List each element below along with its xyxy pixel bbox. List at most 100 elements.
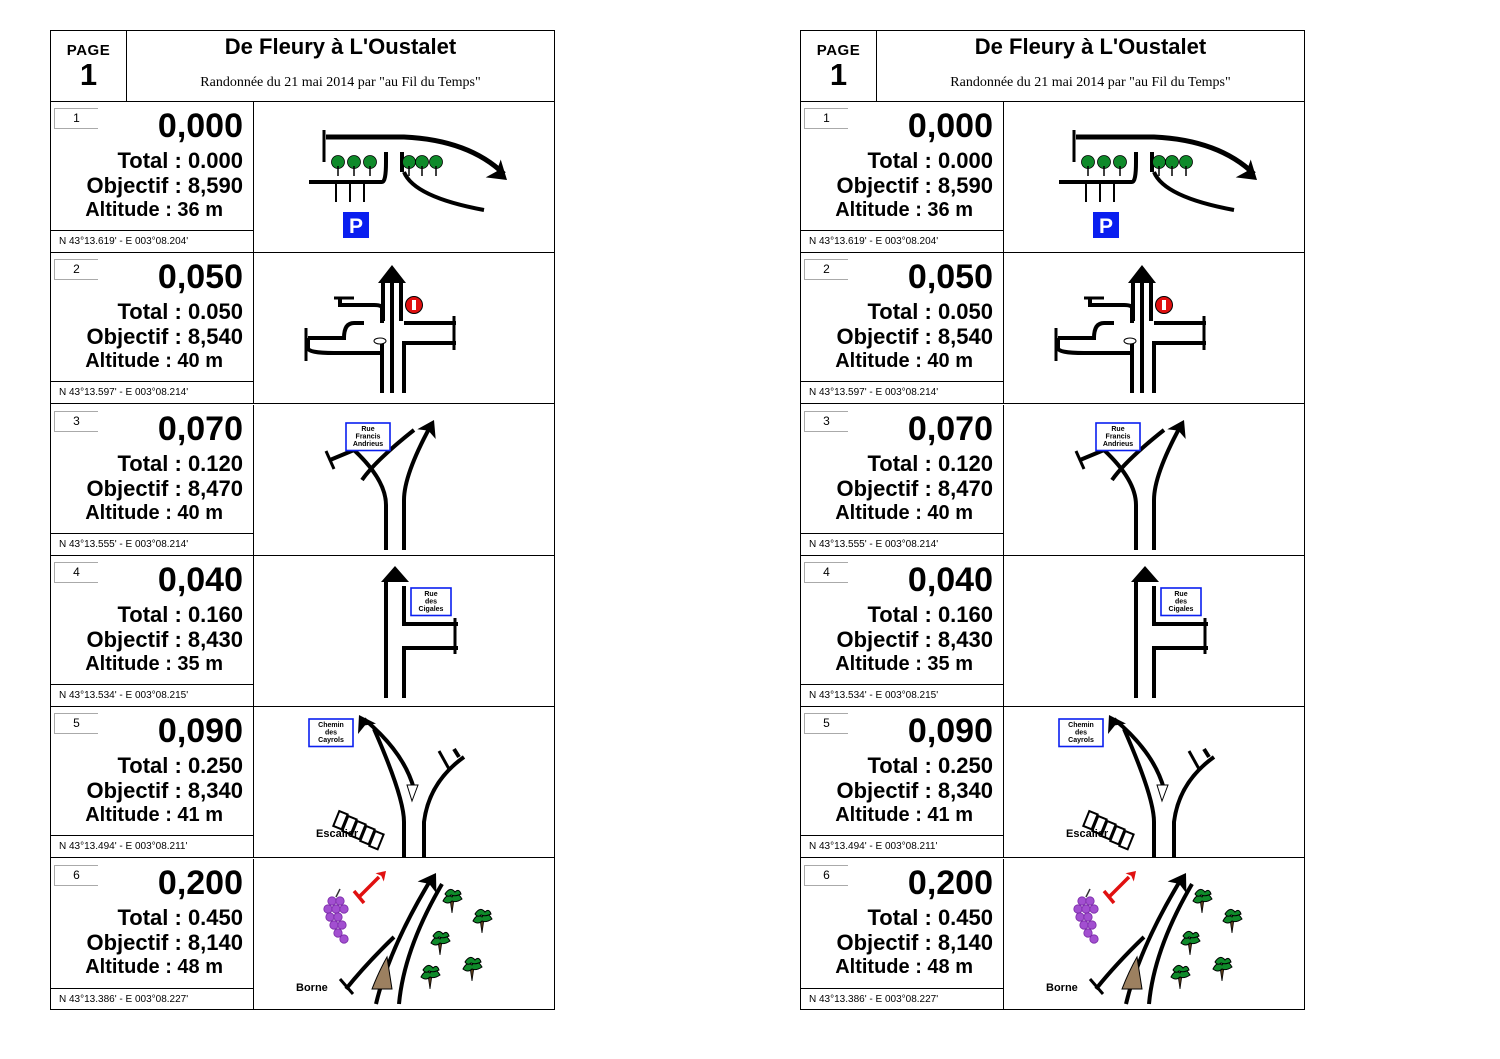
step-gps-coordinates: N 43°13.494' - E 003°08.211' (801, 835, 1003, 857)
roadbook-step-1: 1 0,000 Total : 0.000 Objectif : 8,590 A… (801, 102, 1304, 253)
step-distance: 0,200 (907, 863, 993, 902)
page-indicator: PAGE 1 (801, 31, 877, 101)
pine-tree-icon (1192, 888, 1213, 913)
document-title: De Fleury à L'Oustalet (224, 34, 457, 59)
step-number: 2 (54, 259, 98, 281)
pine-tree-icon (472, 908, 493, 933)
tree-icon (1113, 155, 1127, 176)
svg-text:Cayrols: Cayrols (1068, 737, 1094, 744)
step-number: 4 (54, 561, 98, 583)
tree-icon (1097, 155, 1111, 176)
right-arrow-icon (417, 419, 436, 439)
step-distance: 0,000 (907, 107, 993, 145)
step-objectif: Objectif : 8,590 (86, 173, 243, 198)
grapes-icon (323, 888, 349, 944)
step-objectif: Objectif : 8,340 (86, 778, 243, 804)
svg-text:Francis: Francis (356, 433, 381, 440)
step-diagram: P (254, 102, 554, 252)
step-distance: 0,050 (907, 258, 993, 297)
roadbook-step-6: 6 0,200 Total : 0.450 Objectif : 8,140 A… (51, 858, 554, 1010)
page-indicator: PAGE 1 (51, 31, 127, 101)
step-number: 4 (804, 561, 848, 583)
private-path-sign-icon (1102, 870, 1136, 904)
step-diagram (1004, 253, 1304, 403)
svg-text:Chemin: Chemin (318, 722, 344, 729)
fork-icon (338, 879, 444, 1004)
step-altitude: Altitude : 40 m (85, 350, 223, 373)
pine-tree-icon (462, 956, 483, 981)
svg-text:Rue: Rue (424, 591, 437, 598)
step-number: 5 (54, 713, 98, 735)
svg-text:Rue: Rue (1174, 591, 1187, 598)
step-number: 6 (804, 864, 848, 886)
step-altitude: Altitude : 41 m (835, 804, 973, 827)
svg-text:P: P (349, 215, 363, 238)
step-info: 5 0,090 Total : 0.250 Objectif : 8,340 A… (51, 707, 254, 858)
svg-text:Cigales: Cigales (1169, 606, 1194, 613)
step-distance: 0,070 (907, 409, 993, 448)
boundary-marker-icon (371, 955, 393, 989)
tree-icon (1165, 155, 1179, 176)
tree-icon (363, 155, 377, 176)
step-total: Total : 0.050 (867, 299, 993, 325)
step-altitude: Altitude : 48 m (835, 955, 973, 978)
arrow-icon (1167, 872, 1187, 893)
stairs-icon (331, 809, 385, 851)
step-distance: 0,050 (157, 258, 243, 297)
step-number: 1 (804, 108, 848, 129)
roadbook-step-4: 4 0,040 Total : 0.160 Objectif : 8,430 A… (801, 555, 1304, 707)
step-total: Total : 0.250 (117, 753, 243, 779)
step-number: 5 (804, 713, 848, 735)
t-junction-icon (384, 581, 458, 698)
straight-arrow-icon (1128, 265, 1156, 394)
roadbook-step-4: 4 0,040 Total : 0.160 Objectif : 8,430 A… (51, 555, 554, 707)
step-total: Total : 0.160 (867, 601, 993, 627)
step-distance: 0,040 (907, 560, 993, 599)
step-altitude: Altitude : 35 m (835, 652, 973, 675)
step-altitude: Altitude : 40 m (85, 501, 223, 524)
borne-label: Borne (1046, 982, 1078, 994)
roadbook-header: PAGE 1 De Fleury à L'Oustalet Randonnée … (801, 31, 1304, 102)
step-gps-coordinates: N 43°13.597' - E 003°08.214' (801, 381, 1003, 403)
roadbook-step-6: 6 0,200 Total : 0.450 Objectif : 8,140 A… (801, 858, 1304, 1010)
step-total: Total : 0.450 (117, 904, 243, 930)
document-subtitle: Randonnée du 21 mai 2014 par "au Fil du … (200, 75, 481, 90)
curved-arrow-icon (1072, 130, 1257, 212)
step-diagram: Borne (1004, 859, 1304, 1010)
step-gps-coordinates: N 43°13.494' - E 003°08.211' (51, 835, 253, 857)
parking-icon: P (343, 212, 369, 238)
tree-icon (402, 155, 416, 176)
right-arrow-icon (1167, 419, 1186, 439)
step-altitude: Altitude : 36 m (835, 199, 973, 221)
no-entry-sign-icon (1155, 296, 1173, 315)
step-distance: 0,040 (157, 560, 243, 599)
straight-arrow-icon (1131, 565, 1159, 582)
step-gps-coordinates: N 43°13.555' - E 003°08.214' (51, 532, 253, 555)
svg-text:Chemin: Chemin (1068, 722, 1094, 729)
step-info: 2 0,050 Total : 0.050 Objectif : 8,540 A… (51, 253, 254, 404)
step-total: Total : 0.120 (117, 450, 243, 476)
step-gps-coordinates: N 43°13.619' - E 003°08.204' (51, 230, 253, 252)
roadbook-step-3: 3 0,070 Total : 0.120 Objectif : 8,470 A… (801, 404, 1304, 556)
roadbook-sheet-right: PAGE 1 De Fleury à L'Oustalet Randonnée … (800, 30, 1305, 1010)
step-objectif: Objectif : 8,140 (836, 929, 993, 955)
step-distance: 0,090 (157, 712, 243, 751)
step-altitude: Altitude : 41 m (85, 804, 223, 827)
svg-text:des: des (425, 598, 437, 605)
roadbook-header: PAGE 1 De Fleury à L'Oustalet Randonnée … (51, 31, 554, 102)
svg-text:Cigales: Cigales (419, 606, 444, 613)
step-number: 2 (804, 259, 848, 281)
roadbook-step-2: 2 0,050 Total : 0.050 Objectif : 8,540 A… (51, 253, 554, 405)
step-altitude: Altitude : 36 m (85, 199, 223, 221)
straight-arrow-icon (381, 565, 409, 582)
page-number: 1 (829, 57, 848, 92)
tree-icon (1179, 155, 1193, 176)
page-label: PAGE (66, 42, 111, 59)
